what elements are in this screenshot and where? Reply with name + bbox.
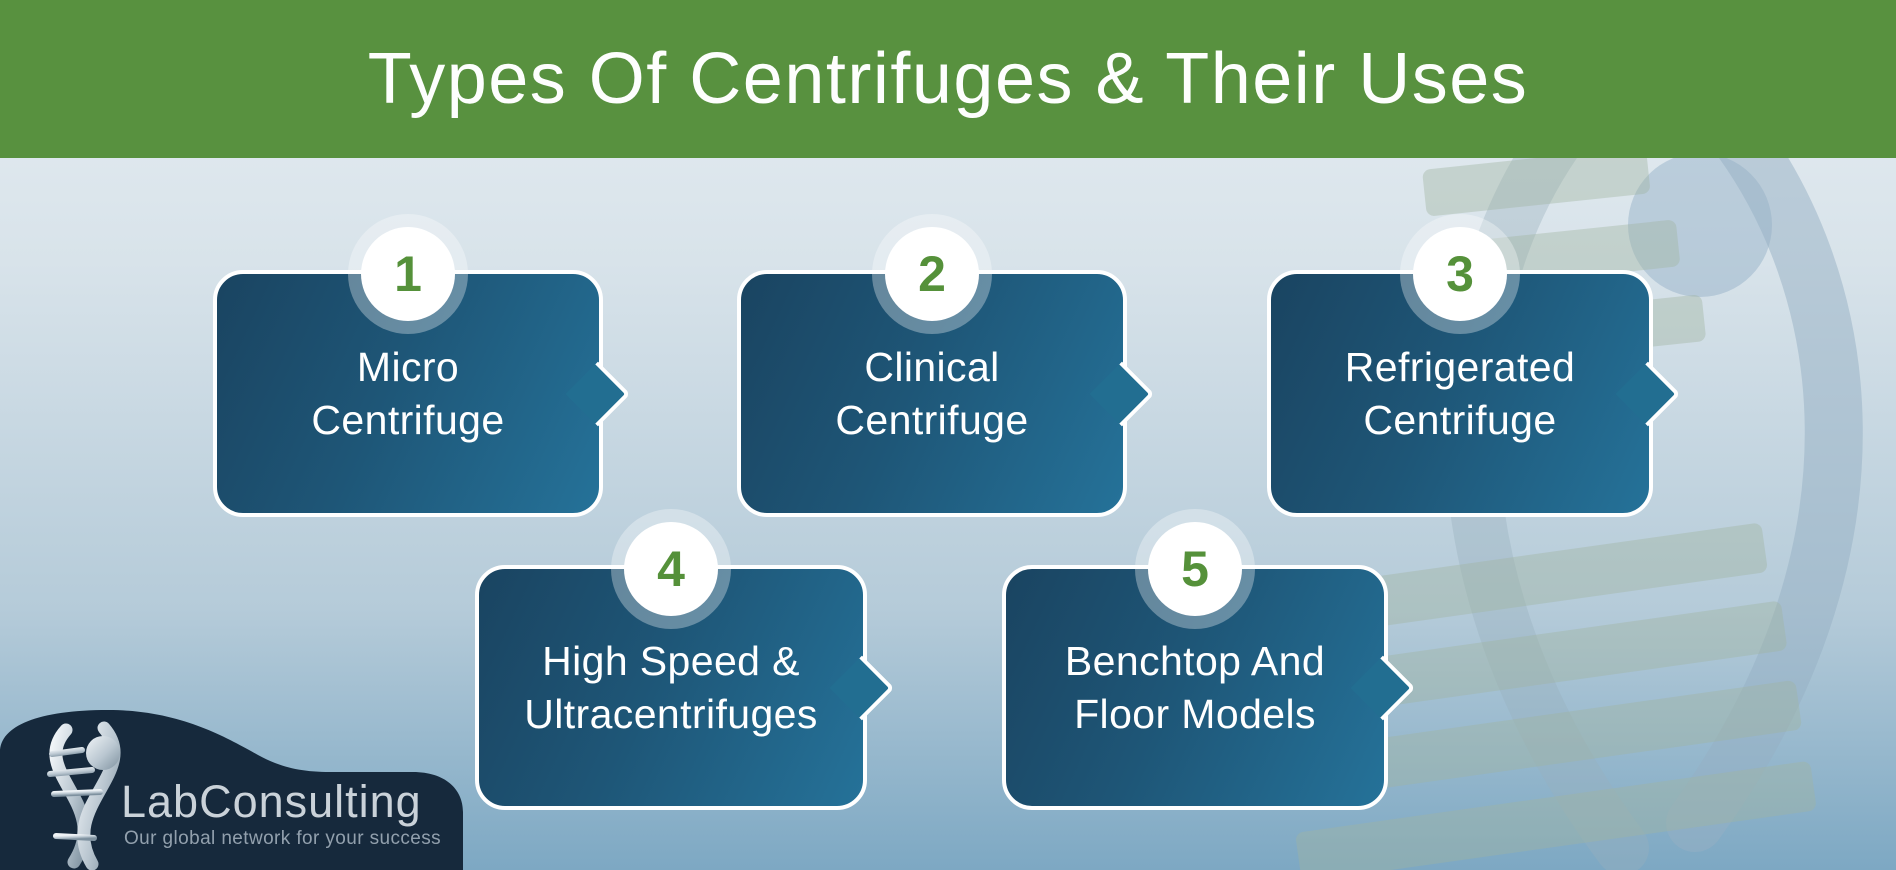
card-title: Clinical Centrifuge xyxy=(741,274,1123,513)
card-title-line: Centrifuge xyxy=(1363,396,1557,443)
card-title-line: Benchtop And xyxy=(1064,637,1326,684)
dna-logo-icon xyxy=(47,721,121,870)
type-card-1: 1 Micro Centrifuge xyxy=(213,227,631,517)
card-title-line: High Speed & xyxy=(542,637,800,684)
page-title: Types Of Centrifuges & Their Uses xyxy=(367,39,1529,119)
card-number-badge: 1 xyxy=(361,227,455,321)
logo-blob xyxy=(0,710,463,870)
card-title-line: Clinical xyxy=(864,343,1000,390)
card-number: 5 xyxy=(1181,541,1209,597)
card-title: Benchtop And Floor Models xyxy=(1006,569,1384,806)
card-title-line: Micro xyxy=(356,343,460,390)
card-title-line: Ultracentrifuges xyxy=(524,690,818,737)
logo-name: LabConsulting xyxy=(121,776,422,827)
card-number-badge: 4 xyxy=(624,522,718,616)
type-card-3: 3 Refrigerated Centrifuge xyxy=(1267,227,1681,517)
header-bar: Types Of Centrifuges & Their Uses xyxy=(0,0,1896,158)
card-title: High Speed & Ultracentrifuges xyxy=(479,569,863,806)
card-number: 3 xyxy=(1446,246,1474,302)
card-title-line: Centrifuge xyxy=(311,396,505,443)
type-card-4: 4 High Speed & Ultracentrifuges xyxy=(475,522,895,810)
card-number: 2 xyxy=(918,246,946,302)
card-number-badge: 5 xyxy=(1148,522,1242,616)
card-number: 1 xyxy=(394,246,422,302)
card-title-line: Centrifuge xyxy=(835,396,1029,443)
logo-container: LabConsulting Our global network for you… xyxy=(0,710,470,870)
card-number: 4 xyxy=(657,541,685,597)
logo-tagline: Our global network for your success xyxy=(124,828,442,849)
card-title-line: Refrigerated xyxy=(1344,343,1576,390)
card-title-line: Floor Models xyxy=(1074,690,1316,737)
type-card-5: 5 Benchtop And Floor Models xyxy=(1002,522,1416,810)
type-card-2: 2 Clinical Centrifuge xyxy=(737,227,1155,517)
card-title: Refrigerated Centrifuge xyxy=(1271,274,1649,513)
card-number-badge: 3 xyxy=(1413,227,1507,321)
card-title: Micro Centrifuge xyxy=(217,274,599,513)
card-number-badge: 2 xyxy=(885,227,979,321)
